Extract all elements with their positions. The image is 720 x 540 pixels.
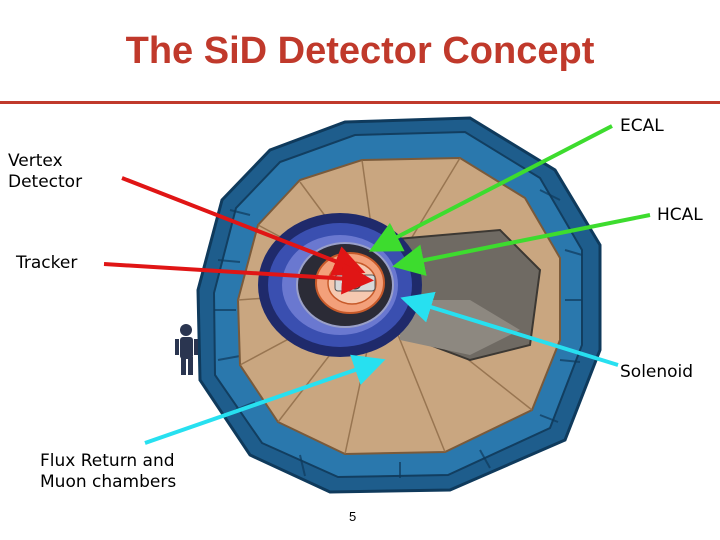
tracker-arrow (103, 262, 374, 295)
flux-label-line2: Muon chambers (40, 472, 177, 492)
hcal-arrow (392, 213, 651, 276)
title-divider (0, 101, 720, 104)
page-number: 5 (349, 509, 357, 524)
vertex-detector-label: Vertex Detector (8, 151, 82, 193)
hcal-label: HCAL (657, 205, 703, 225)
flux-label-line1: Flux Return and (40, 451, 175, 471)
solenoid-label: Solenoid (620, 362, 694, 382)
ecal-label: ECAL (620, 116, 664, 136)
flux-return-label: Flux Return and Muon chambers (40, 451, 176, 493)
vertex-label-line1: Vertex (8, 151, 63, 171)
slide-title: The SiD Detector Concept (125, 30, 595, 72)
vertex-arrow (121, 176, 366, 277)
vertex-label-line2: Detector (8, 172, 83, 192)
ecal-arrow (368, 124, 613, 252)
flux-arrow (144, 354, 386, 445)
tracker-label: Tracker (16, 253, 78, 273)
solenoid-arrow (400, 291, 619, 367)
person-silhouette (175, 324, 198, 375)
